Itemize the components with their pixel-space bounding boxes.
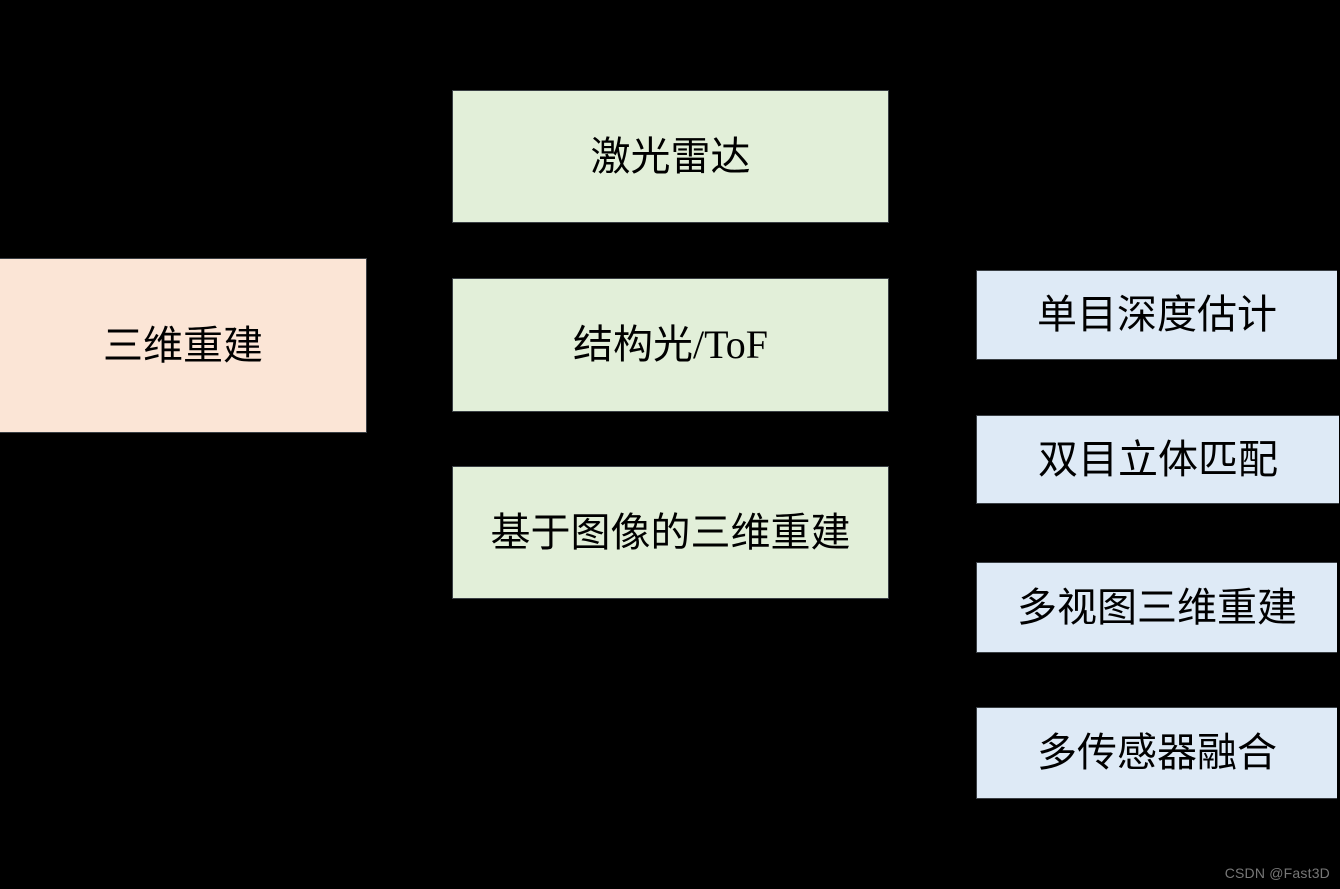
node-label: 多传感器融合 (1037, 730, 1277, 775)
watermark: CSDN @Fast3D (1224, 865, 1330, 881)
node-leaf-binocular-stereo-matching[interactable]: 双目立体匹配 (976, 415, 1339, 504)
node-label: 多视图三维重建 (1017, 584, 1297, 630)
node-leaf-multi-view-reconstruction[interactable]: 多视图三维重建 (976, 562, 1337, 653)
node-label: 基于图像的三维重建 (490, 509, 851, 555)
node-leaf-multi-sensor-fusion[interactable]: 多传感器融合 (976, 707, 1337, 799)
node-branch-image-based-reconstruction[interactable]: 基于图像的三维重建 (452, 466, 889, 599)
node-label: 激光雷达 (590, 133, 751, 179)
node-label: 结构光/ToF (573, 322, 768, 367)
node-branch-lidar[interactable]: 激光雷达 (452, 90, 889, 223)
node-label: 三维重建 (103, 322, 263, 368)
node-label: 单目深度估计 (1037, 292, 1277, 337)
node-leaf-monocular-depth-estimation[interactable]: 单目深度估计 (976, 270, 1337, 360)
node-label: 双目立体匹配 (1038, 436, 1278, 482)
node-root-3d-reconstruction[interactable]: 三维重建 (0, 258, 367, 433)
node-branch-structured-light-tof[interactable]: 结构光/ToF (452, 278, 889, 412)
